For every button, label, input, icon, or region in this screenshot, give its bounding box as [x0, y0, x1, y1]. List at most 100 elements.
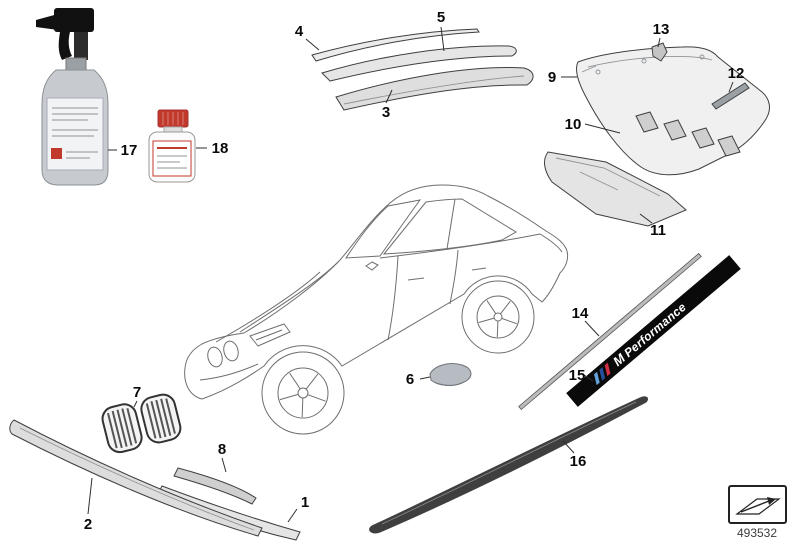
callout-line-10 — [584, 123, 621, 134]
screw-point — [699, 54, 705, 60]
callout-label-9[interactable]: 9 — [548, 69, 556, 86]
part-10-diffuser-fins[interactable] — [635, 111, 741, 157]
spoiler-underside-line — [343, 75, 525, 105]
callout-label-14[interactable]: 14 — [572, 305, 589, 322]
callout-label-6[interactable]: 6 — [406, 371, 414, 388]
car-headlight — [249, 323, 291, 347]
callout-line-1 — [287, 508, 298, 523]
callout-label-7[interactable]: 7 — [133, 384, 141, 401]
callout-label-3[interactable]: 3 — [382, 104, 390, 121]
callout-label-11[interactable]: 11 — [650, 222, 666, 239]
car-mirror — [365, 261, 379, 271]
front-parts — [9, 392, 301, 541]
m-stripe-dark-blue — [599, 367, 606, 381]
callout-line-13 — [657, 37, 661, 48]
part-15-performance-film[interactable] — [566, 255, 741, 407]
spray-trigger — [58, 32, 72, 60]
callout-label-8[interactable]: 8 — [218, 441, 226, 458]
car-rear-hub — [493, 312, 503, 322]
callout-line-12 — [728, 81, 734, 93]
car-front-spokes — [279, 372, 326, 418]
fin — [635, 111, 659, 133]
page-flip-arrow-line — [740, 500, 770, 513]
callout-label-16[interactable]: 16 — [570, 453, 587, 470]
callout-line-15 — [583, 374, 594, 382]
car-body-outline — [184, 184, 569, 400]
callout-line-16 — [562, 440, 575, 454]
callout-line-7 — [133, 400, 138, 408]
front-lip-crease — [19, 427, 255, 531]
kidney-slats-right — [145, 398, 176, 439]
part-6-mirror-cap[interactable] — [429, 363, 472, 386]
callout-label-15[interactable]: 15 — [569, 367, 586, 384]
page-flip-arrow-head — [767, 497, 776, 505]
car-illustration — [184, 184, 569, 435]
car-bumper-line — [199, 363, 259, 381]
callout-line-14 — [584, 320, 600, 337]
part-7-kidney-grille[interactable] — [100, 392, 183, 455]
callout-label-5[interactable]: 5 — [437, 9, 445, 26]
car-rear-spokes — [478, 300, 517, 338]
part-8-front-trim[interactable] — [173, 467, 257, 505]
screw-point — [595, 69, 601, 75]
bottle-neck — [65, 57, 87, 71]
m-stripe-light-blue — [594, 371, 600, 386]
car-kidney-right — [223, 340, 239, 362]
car-front-rim — [277, 367, 329, 419]
primer-label-text-lines — [157, 155, 187, 169]
callout-line-3 — [385, 89, 393, 104]
primer-label — [152, 140, 192, 177]
car-kidney-left — [207, 346, 223, 368]
car-hood-creases — [215, 261, 339, 343]
callout-label-18[interactable]: 18 — [212, 140, 229, 157]
fin — [691, 127, 715, 149]
mirror-cap-base-line — [435, 380, 467, 386]
side-skirt-highlight — [381, 401, 637, 525]
part-3-spoiler-blade[interactable] — [335, 67, 534, 111]
callouts: 1 2 3 4 5 6 7 8 9 10 11 12 13 14 15 16 1… — [84, 9, 745, 533]
heat-shield-detail-lines — [555, 157, 661, 197]
part-17-spray-bottle[interactable] — [36, 8, 109, 186]
fin — [663, 119, 687, 141]
car-front-wheel — [261, 351, 345, 435]
screw-point — [641, 58, 647, 64]
callout-line-2 — [87, 477, 93, 515]
bottle-label-hazard-mark — [51, 148, 62, 159]
bottle-label — [46, 97, 104, 171]
side-skirt-parts: M Performance — [369, 252, 741, 534]
callout-label-12[interactable]: 12 — [728, 65, 745, 82]
car-windshield — [345, 199, 422, 259]
part-18-primer-bottle[interactable] — [148, 109, 196, 183]
diagram-id: 493532 — [737, 526, 777, 540]
car-beltline — [379, 233, 563, 259]
part-5-spoiler-blade[interactable] — [321, 45, 517, 82]
callout-label-13[interactable]: 13 — [653, 21, 670, 38]
car-rear-wheel — [461, 280, 535, 354]
car-b-pillar — [446, 198, 456, 250]
car-rear-rim — [476, 295, 520, 339]
callout-label-2[interactable]: 2 — [84, 516, 92, 533]
rear-spoiler-blades — [311, 28, 534, 111]
callout-line-6 — [419, 376, 431, 380]
car-front-hub — [297, 387, 309, 399]
callout-label-1[interactable]: 1 — [301, 494, 309, 511]
callout-line-11 — [639, 213, 653, 224]
part-13-clip[interactable] — [651, 42, 668, 62]
part-2-front-lip[interactable] — [9, 419, 263, 537]
banner-performance-text: Performance — [621, 300, 689, 360]
part-16-side-skirt-blade[interactable] — [369, 396, 649, 534]
performance-banner-content: M Performance — [594, 300, 689, 386]
primer-neck — [163, 126, 183, 133]
part-4-spoiler-strip[interactable] — [311, 28, 480, 62]
spray-head — [54, 8, 94, 32]
callout-label-4[interactable]: 4 — [295, 23, 304, 40]
part-12-trim-strip[interactable] — [711, 82, 750, 110]
part-14-side-strip[interactable] — [518, 252, 702, 411]
primer-cap-ridges — [162, 112, 184, 125]
spray-nozzle — [36, 14, 58, 30]
callout-label-10[interactable]: 10 — [565, 116, 582, 133]
fin — [717, 135, 741, 157]
callout-label-17[interactable]: 17 — [121, 142, 138, 159]
